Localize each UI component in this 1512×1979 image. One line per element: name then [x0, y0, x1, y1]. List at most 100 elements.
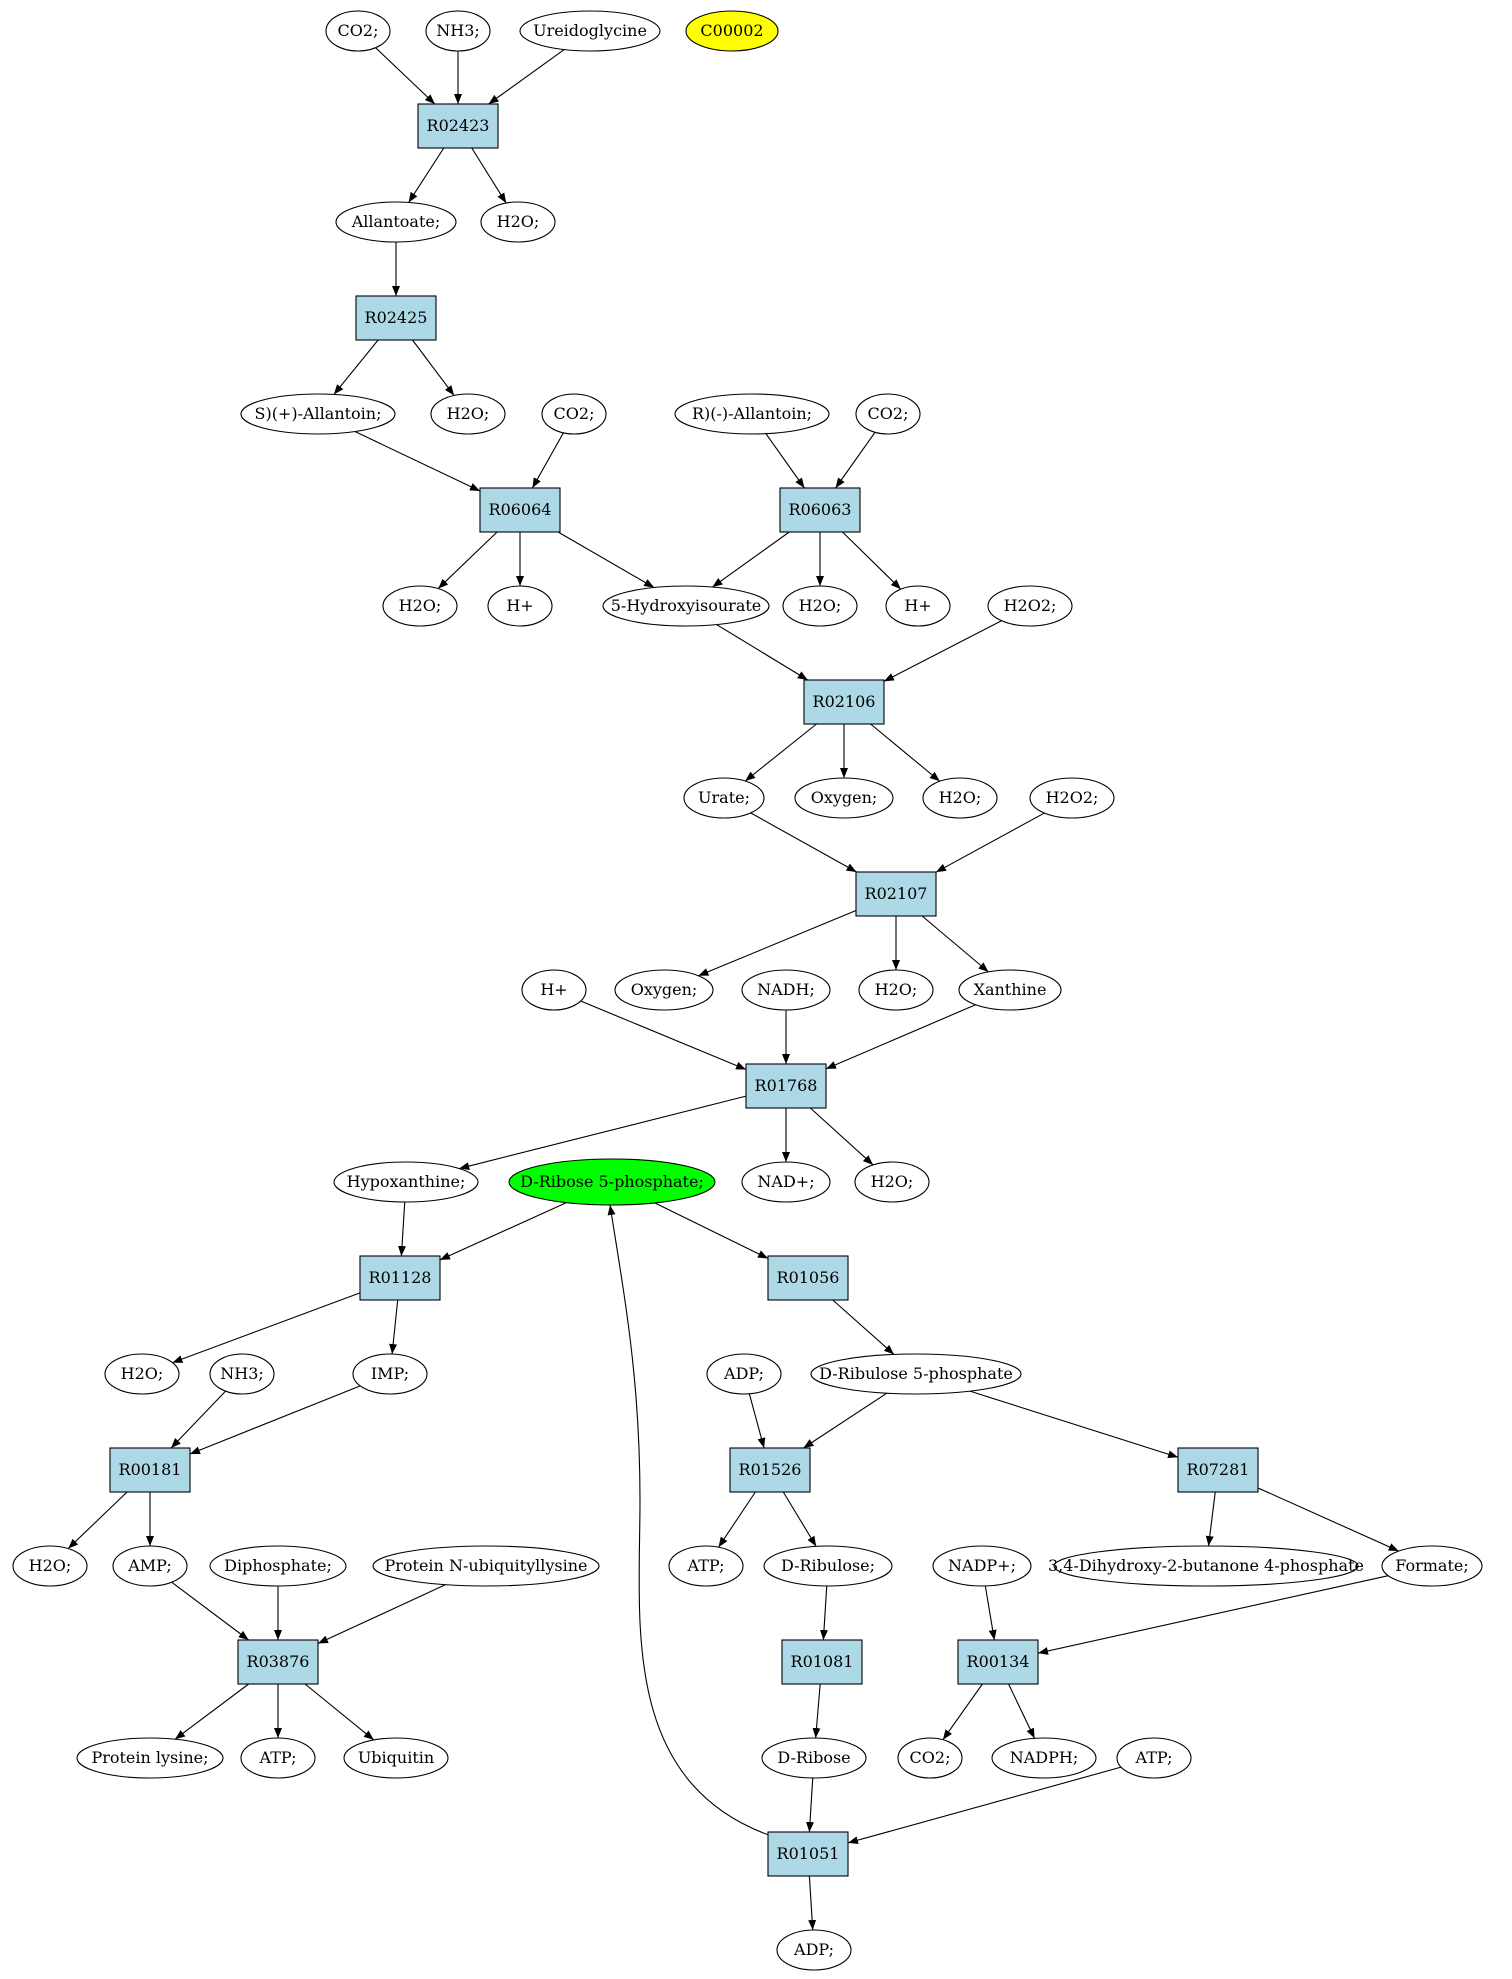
- compound-node-h2o_e[interactable]: H2O;: [922, 777, 998, 819]
- compound-node-ubiquitin[interactable]: Ubiquitin: [343, 1737, 449, 1779]
- compound-node-nadpplus[interactable]: NADP+;: [932, 1545, 1032, 1587]
- edge-R02425-to-s_allantoin: [333, 339, 379, 395]
- compound-node-co2_c[interactable]: CO2;: [855, 393, 921, 435]
- compound-ellipse: [761, 1737, 867, 1779]
- edge-R02106-to-urate: [744, 723, 817, 782]
- compound-node-hplus_c[interactable]: H+: [521, 969, 587, 1011]
- compound-node-h2o_h[interactable]: H2O;: [104, 1353, 180, 1395]
- compound-node-hplus_b[interactable]: H+: [885, 585, 951, 627]
- compound-node-xanthine[interactable]: Xanthine: [958, 969, 1062, 1011]
- compound-node-h2o_i[interactable]: H2O;: [12, 1545, 88, 1587]
- compound-node-nadplus_a[interactable]: NAD+;: [741, 1161, 831, 1203]
- compound-node-ureidoglycine[interactable]: Ureidoglycine: [519, 10, 661, 52]
- reaction-node-R06064[interactable]: R06064: [479, 487, 561, 533]
- compound-node-dribulose[interactable]: D-Ribulose;: [763, 1545, 893, 1587]
- reaction-node-R02106[interactable]: R02106: [803, 679, 885, 725]
- edge-R01081-to-dribose: [812, 1683, 821, 1739]
- compound-ellipse: [372, 1545, 600, 1587]
- compound-node-butanone4p[interactable]: 3,4-Dihydroxy-2-butanone 4-phosphate: [1048, 1545, 1364, 1587]
- compound-node-oxygen_a[interactable]: Oxygen;: [794, 777, 894, 819]
- compound-node-nh3_a[interactable]: NH3;: [425, 10, 491, 52]
- compound-node-hypoxanthine[interactable]: Hypoxanthine;: [333, 1161, 479, 1203]
- compound-node-oxygen_b[interactable]: Oxygen;: [614, 969, 714, 1011]
- compound-node-ubiquityllysine[interactable]: Protein N-ubiquityllysine: [372, 1545, 600, 1587]
- reaction-node-R06063[interactable]: R06063: [779, 487, 861, 533]
- node-label: R01768: [755, 1076, 818, 1095]
- edge-ribulose5p-to-R01526: [803, 1392, 888, 1449]
- edge-urate-to-R02107: [750, 812, 857, 873]
- compound-node-h2o_a[interactable]: H2O;: [480, 201, 556, 243]
- compound-node-atp_b[interactable]: ATP;: [240, 1737, 316, 1779]
- compound-node-c00002[interactable]: C00002: [685, 10, 779, 52]
- reaction-node-R01056[interactable]: R01056: [767, 1255, 849, 1301]
- node-label: S)(+)-Allantoin;: [254, 404, 381, 423]
- compound-node-hplus_a[interactable]: H+: [487, 585, 553, 627]
- compound-node-nadph[interactable]: NADPH;: [991, 1737, 1097, 1779]
- compound-node-hydroxyisourate[interactable]: 5-Hydroxyisourate: [602, 585, 770, 627]
- reaction-node-R02107[interactable]: R02107: [855, 871, 937, 917]
- edge-atp_c-to-R01051: [847, 1766, 1122, 1845]
- compound-node-allantoate[interactable]: Allantoate;: [335, 201, 457, 243]
- compound-node-proteinlysine[interactable]: Protein lysine;: [76, 1737, 224, 1779]
- node-label: Urate;: [698, 788, 750, 807]
- compound-node-nadh[interactable]: NADH;: [741, 969, 831, 1011]
- compound-node-atp_a[interactable]: ATP;: [668, 1545, 744, 1587]
- node-label: H2O;: [939, 788, 982, 807]
- reaction-node-R01768[interactable]: R01768: [745, 1063, 827, 1109]
- compound-node-h2o2_a[interactable]: H2O2;: [987, 585, 1073, 627]
- compound-node-co2_d[interactable]: CO2;: [897, 1737, 963, 1779]
- compound-node-ribose5p[interactable]: D-Ribose 5-phosphate;: [508, 1158, 716, 1206]
- compound-node-h2o_f[interactable]: H2O;: [858, 969, 934, 1011]
- compound-ellipse: [614, 969, 714, 1011]
- compound-node-h2o2_b[interactable]: H2O2;: [1029, 777, 1115, 819]
- compound-node-diphosphate[interactable]: Diphosphate;: [209, 1545, 347, 1587]
- node-label: R)(-)-Allantoin;: [692, 404, 812, 423]
- edge-R02423-to-h2o_a: [471, 147, 507, 204]
- reaction-node-R02423[interactable]: R02423: [417, 103, 499, 149]
- compound-node-dribose[interactable]: D-Ribose: [761, 1737, 867, 1779]
- reaction-node-R01051[interactable]: R01051: [767, 1831, 849, 1877]
- compound-node-adp_a[interactable]: ADP;: [706, 1353, 782, 1395]
- node-label: 5-Hydroxyisourate: [611, 596, 762, 615]
- compound-ellipse: [763, 1545, 893, 1587]
- compound-node-imp[interactable]: IMP;: [352, 1353, 428, 1395]
- node-label: D-Ribose 5-phosphate;: [520, 1172, 704, 1191]
- compound-node-h2o_d[interactable]: H2O;: [782, 585, 858, 627]
- compound-node-nh3_b[interactable]: NH3;: [209, 1353, 275, 1395]
- compound-node-h2o_c[interactable]: H2O;: [382, 585, 458, 627]
- compound-ellipse: [885, 585, 951, 627]
- compound-node-atp_c[interactable]: ATP;: [1116, 1737, 1192, 1779]
- edge-hydroxyisourate-to-R02106: [716, 624, 809, 681]
- compound-node-h2o_b[interactable]: H2O;: [430, 393, 506, 435]
- compound-node-r_allantoin[interactable]: R)(-)-Allantoin;: [674, 393, 830, 435]
- reaction-node-R07281[interactable]: R07281: [1177, 1447, 1259, 1493]
- reaction-node-R02425[interactable]: R02425: [355, 295, 437, 341]
- node-label: Xanthine: [974, 980, 1047, 999]
- node-label: D-Ribulose;: [781, 1556, 875, 1575]
- compound-ellipse: [1116, 1737, 1192, 1779]
- compound-node-co2_a[interactable]: CO2;: [325, 10, 391, 52]
- edge-hplus_c-to-R01768: [580, 1000, 747, 1070]
- node-label: CO2;: [910, 1748, 951, 1767]
- reaction-node-R01128[interactable]: R01128: [359, 1255, 441, 1301]
- node-label: R07281: [1187, 1460, 1250, 1479]
- compound-node-s_allantoin[interactable]: S)(+)-Allantoin;: [240, 393, 396, 435]
- reaction-node-R00134[interactable]: R00134: [957, 1639, 1039, 1685]
- compound-node-urate[interactable]: Urate;: [683, 777, 765, 819]
- compound-node-co2_b[interactable]: CO2;: [541, 393, 607, 435]
- node-label: R01526: [739, 1460, 802, 1479]
- reaction-node-R01081[interactable]: R01081: [781, 1639, 863, 1685]
- compound-node-adp_b[interactable]: ADP;: [776, 1929, 852, 1971]
- reaction-box: [767, 1831, 849, 1877]
- reaction-node-R03876[interactable]: R03876: [237, 1639, 319, 1685]
- compound-node-h2o_g[interactable]: H2O;: [854, 1161, 930, 1203]
- reaction-node-R01526[interactable]: R01526: [729, 1447, 811, 1493]
- compound-node-ribulose5p[interactable]: D-Ribulose 5-phosphate: [810, 1353, 1022, 1395]
- compound-node-formate[interactable]: Formate;: [1381, 1545, 1483, 1587]
- compound-node-amp[interactable]: AMP;: [112, 1545, 188, 1587]
- node-label: H2O;: [29, 1556, 72, 1575]
- compound-ellipse: [685, 10, 779, 52]
- reaction-node-R00181[interactable]: R00181: [109, 1447, 191, 1493]
- node-label: R02106: [813, 692, 876, 711]
